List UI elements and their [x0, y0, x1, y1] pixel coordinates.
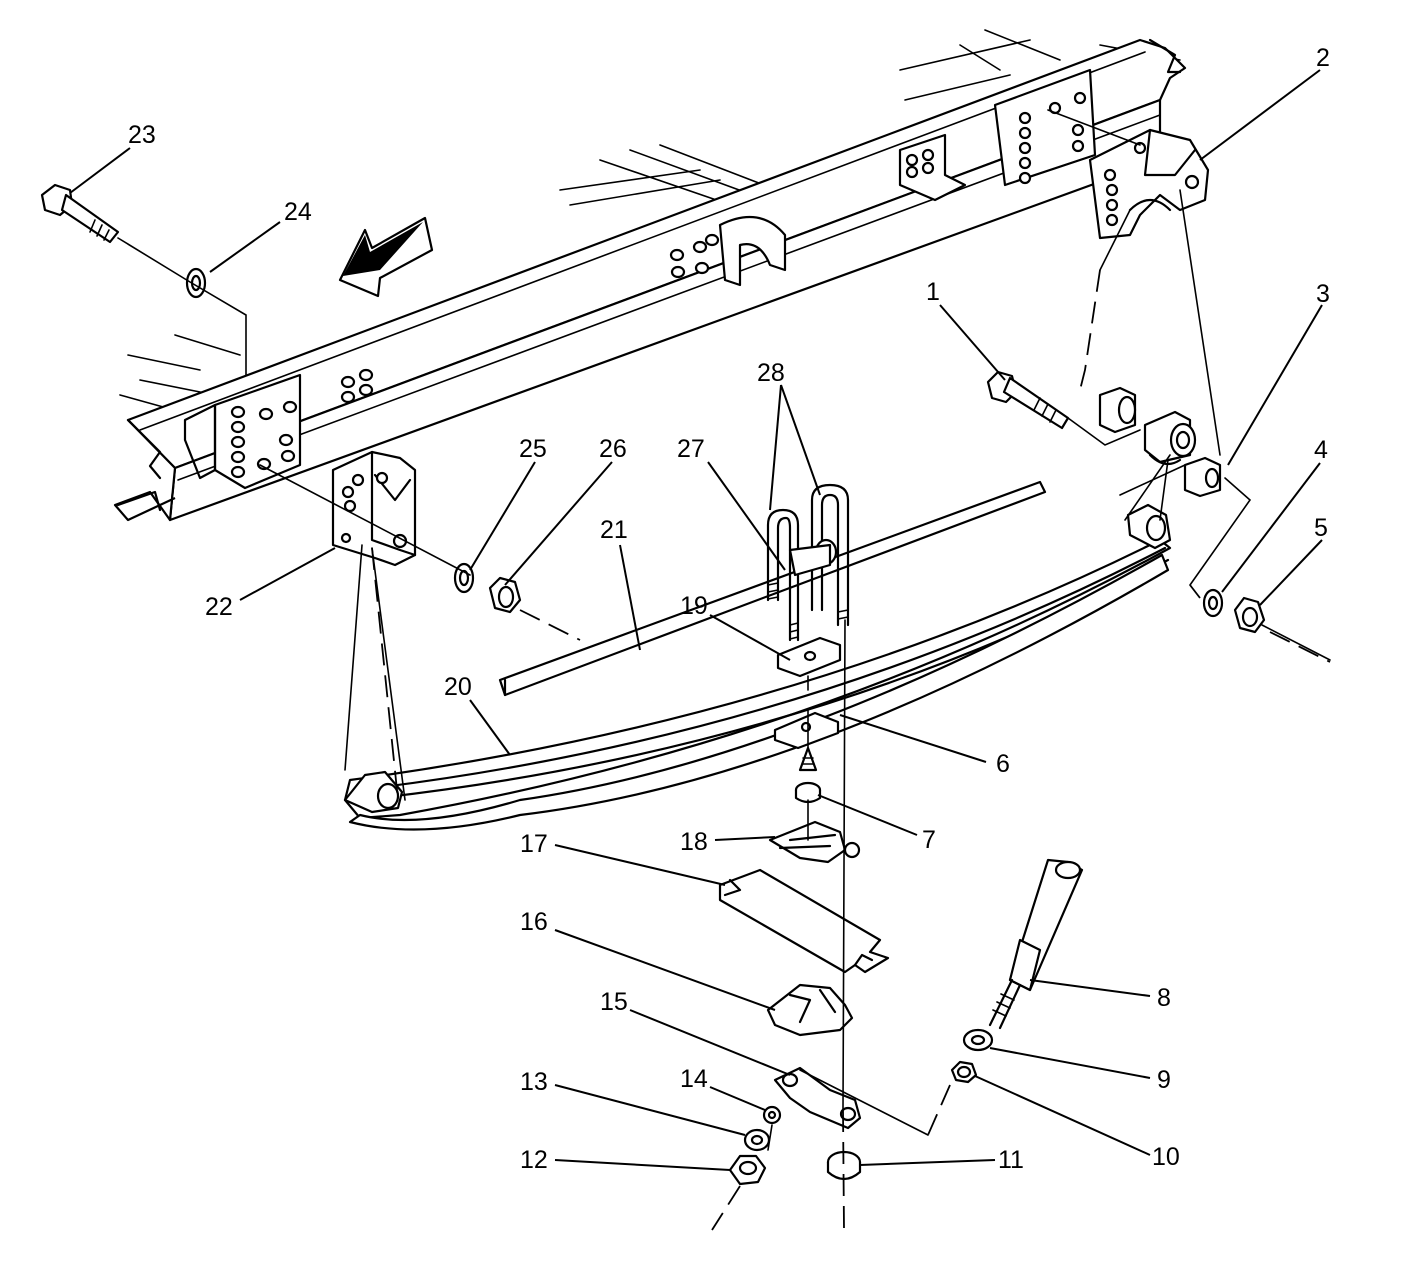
callout-24: 24 — [284, 198, 312, 226]
leaf-spring — [343, 503, 1172, 831]
callout-6: 6 — [996, 750, 1010, 778]
spring-plate — [773, 1066, 862, 1130]
front-spring-hanger — [331, 450, 417, 567]
callout-18: 18 — [680, 828, 708, 856]
shock-absorber — [988, 858, 1084, 1030]
shock-mount-bracket — [766, 983, 854, 1037]
callout-28: 28 — [757, 359, 785, 387]
callout-3: 3 — [1316, 280, 1330, 308]
callout-25: 25 — [519, 435, 547, 463]
callout-16: 16 — [520, 908, 548, 936]
center-bolt — [794, 746, 822, 804]
callout-10: 10 — [1152, 1143, 1180, 1171]
callout-1: 1 — [926, 278, 940, 306]
fasteners — [40, 183, 1266, 1186]
spring-insert-bar — [498, 480, 1047, 697]
callout-19: 19 — [680, 592, 708, 620]
callout-23: 23 — [128, 121, 156, 149]
callout-17: 17 — [520, 830, 548, 858]
callout-15: 15 — [600, 988, 628, 1016]
callout-9: 9 — [1157, 1066, 1171, 1094]
callout-27: 27 — [677, 435, 705, 463]
rear-spring-hanger — [1088, 128, 1210, 240]
callout-11: 11 — [998, 1146, 1024, 1174]
callout-7: 7 — [922, 826, 936, 854]
frame-rail-holes — [340, 233, 720, 404]
callout-8: 8 — [1157, 984, 1171, 1012]
callout-12: 12 — [520, 1146, 548, 1174]
rear-shackle-assembly — [1098, 386, 1222, 498]
callout-2: 2 — [1316, 44, 1330, 72]
callout-4: 4 — [1314, 436, 1328, 464]
callout-26: 26 — [599, 435, 627, 463]
callout-14: 14 — [680, 1065, 708, 1093]
u-bolts — [766, 483, 850, 642]
frame-rail — [113, 29, 1187, 522]
axle-section — [718, 868, 890, 974]
callout-22: 22 — [205, 593, 233, 621]
callout-labels: 1 2 3 4 5 6 7 8 9 10 11 12 13 14 15 16 1… — [128, 44, 1330, 1174]
assembly-lines — [117, 109, 1331, 1231]
lower-bracket — [768, 820, 861, 864]
callout-5: 5 — [1314, 514, 1328, 542]
front-direction-arrow-icon — [338, 216, 434, 298]
callout-leaders — [69, 69, 1323, 1171]
callout-13: 13 — [520, 1068, 548, 1096]
spring-spacer-plates — [773, 636, 842, 750]
callout-20: 20 — [444, 673, 472, 701]
callout-21: 21 — [600, 516, 628, 544]
